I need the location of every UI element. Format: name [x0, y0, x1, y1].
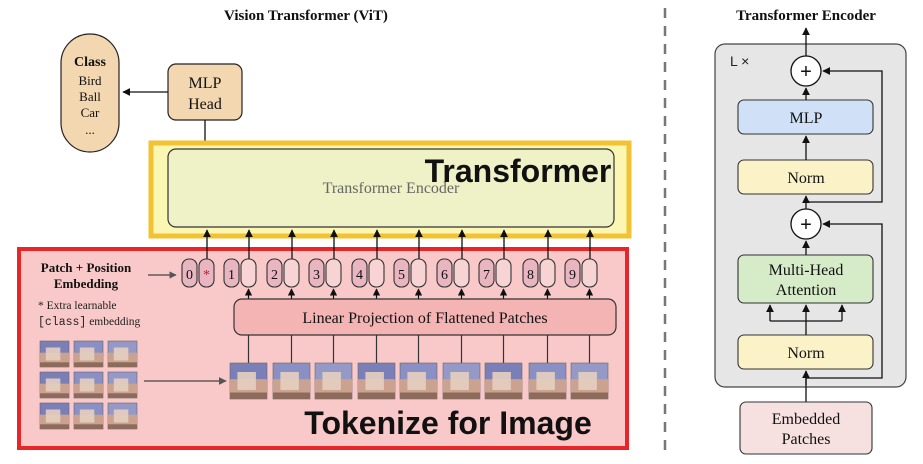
- extra-note-line2: [class] embedding: [38, 316, 141, 329]
- token-6: 6: [436, 229, 470, 363]
- grid-patch-7: [39, 402, 70, 430]
- grid-patch-9: [107, 402, 138, 430]
- grid-patch-6: [107, 371, 138, 399]
- grid-patch-2: [73, 340, 104, 368]
- add-symbol-middle: +: [800, 214, 812, 236]
- position-embedding-9: [564, 258, 581, 288]
- mlp-head-line1: MLP: [189, 75, 222, 92]
- class-heading: Class: [74, 55, 106, 70]
- grid-patch-1: [39, 340, 70, 368]
- position-embedding-6: [436, 258, 453, 288]
- sequence-patch-7: [484, 362, 523, 400]
- patch-embedding-8: [539, 258, 556, 288]
- token-index-2: 2: [271, 268, 278, 283]
- patch-embedding-4: [368, 258, 385, 288]
- transformer-encoder-label: Transformer Encoder: [323, 180, 460, 197]
- position-embedding-4: [351, 258, 368, 288]
- embedded-patches-line2: Patches: [782, 431, 831, 448]
- class-item-car: Car: [81, 105, 100, 120]
- encoder-mlp-label: MLP: [790, 110, 823, 127]
- image-patch-grid: [39, 340, 138, 430]
- encoder-norm-bottom-label: Norm: [787, 345, 825, 362]
- patch-embedding-9: [581, 258, 598, 288]
- position-embedding-3: [308, 258, 325, 288]
- patch-embedding-line1: Patch + Position: [41, 260, 132, 275]
- patch-embedding-0: [198, 258, 215, 288]
- flattened-patch-sequence: [229, 362, 609, 400]
- transformer-overlay-label: Transformer: [425, 153, 612, 189]
- patch-embedding-3: [325, 258, 342, 288]
- class-token-marker: *: [203, 268, 210, 283]
- sequence-patch-9: [570, 362, 609, 400]
- sequence-patch-2: [272, 362, 311, 400]
- token-index-0: 0: [186, 268, 193, 283]
- linear-projection-box: [233, 298, 617, 336]
- position-embedding-8: [522, 258, 539, 288]
- token-index-8: 8: [527, 268, 534, 283]
- token-index-1: 1: [228, 268, 235, 283]
- patch-embedding-line2: Embedding: [54, 276, 119, 291]
- vit-title: Vision Transformer (ViT): [224, 8, 388, 24]
- encoder-title: Transformer Encoder: [736, 8, 876, 24]
- position-embedding-5: [393, 258, 410, 288]
- attention-line2: Attention: [776, 282, 836, 299]
- sequence-patch-3: [314, 362, 353, 400]
- embedded-patches-box: [739, 401, 873, 455]
- grid-patch-5: [73, 371, 104, 399]
- extra-note-line1: * Extra learnable: [38, 300, 117, 312]
- embedded-patches-line1: Embedded: [772, 411, 840, 428]
- sequence-patch-8: [528, 362, 567, 400]
- sequence-patch-4: [357, 362, 396, 400]
- token-5: 5: [393, 229, 427, 363]
- encoder-norm-top-label: Norm: [787, 170, 825, 187]
- extra-note-code: [class]: [38, 316, 86, 329]
- repeat-label: L ×: [730, 53, 749, 69]
- token-0: 0*: [181, 229, 215, 288]
- patch-embedding-1: [240, 258, 257, 288]
- attention-line1: Multi-Head: [769, 262, 844, 279]
- grid-patch-3: [107, 340, 138, 368]
- sequence-patch-6: [442, 362, 481, 400]
- position-embedding-7: [478, 258, 495, 288]
- add-icon-top: [790, 55, 822, 87]
- patch-embedding-2: [283, 258, 300, 288]
- token-index-3: 3: [313, 268, 320, 283]
- token-index-6: 6: [441, 268, 448, 283]
- sequence-patch-5: [399, 362, 438, 400]
- token-index-5: 5: [398, 268, 405, 283]
- residual-connection-top: [806, 67, 883, 203]
- token-9: 9: [564, 229, 598, 363]
- add-symbol-top: +: [800, 61, 812, 83]
- position-embedding-1: [223, 258, 240, 288]
- grid-patch-8: [73, 402, 104, 430]
- patch-embedding-6: [453, 258, 470, 288]
- token-2: 2: [266, 229, 300, 363]
- position-embedding-2: [266, 258, 283, 288]
- class-output-box: Class Bird Ball Car ...: [60, 33, 120, 153]
- token-index-4: 4: [356, 268, 363, 283]
- tokenize-overlay-label: Tokenize for Image: [304, 405, 591, 441]
- transformer-encoder-box: [167, 148, 615, 228]
- token-7: 7: [478, 229, 512, 363]
- patch-embedding-5: [410, 258, 427, 288]
- class-item-ellipsis: ...: [85, 122, 95, 137]
- mlp-head-box: MLP Head: [167, 63, 243, 121]
- token-1: 1: [223, 229, 257, 363]
- token-3: 3: [308, 229, 342, 363]
- token-index-7: 7: [483, 268, 490, 283]
- class-item-bird: Bird: [78, 73, 102, 88]
- sequence-patch-1: [229, 362, 268, 400]
- token-4: 4: [351, 229, 385, 363]
- grid-patch-4: [39, 371, 70, 399]
- extra-note-rest: embedding: [86, 316, 140, 328]
- linear-projection-label: Linear Projection of Flattened Patches: [302, 310, 547, 327]
- position-embedding-0: [181, 258, 198, 288]
- mlp-head-line2: Head: [188, 96, 222, 113]
- patch-embedding-7: [495, 258, 512, 288]
- token-index-9: 9: [569, 268, 576, 283]
- token-8: 8: [522, 229, 556, 363]
- class-item-ball: Ball: [79, 89, 101, 104]
